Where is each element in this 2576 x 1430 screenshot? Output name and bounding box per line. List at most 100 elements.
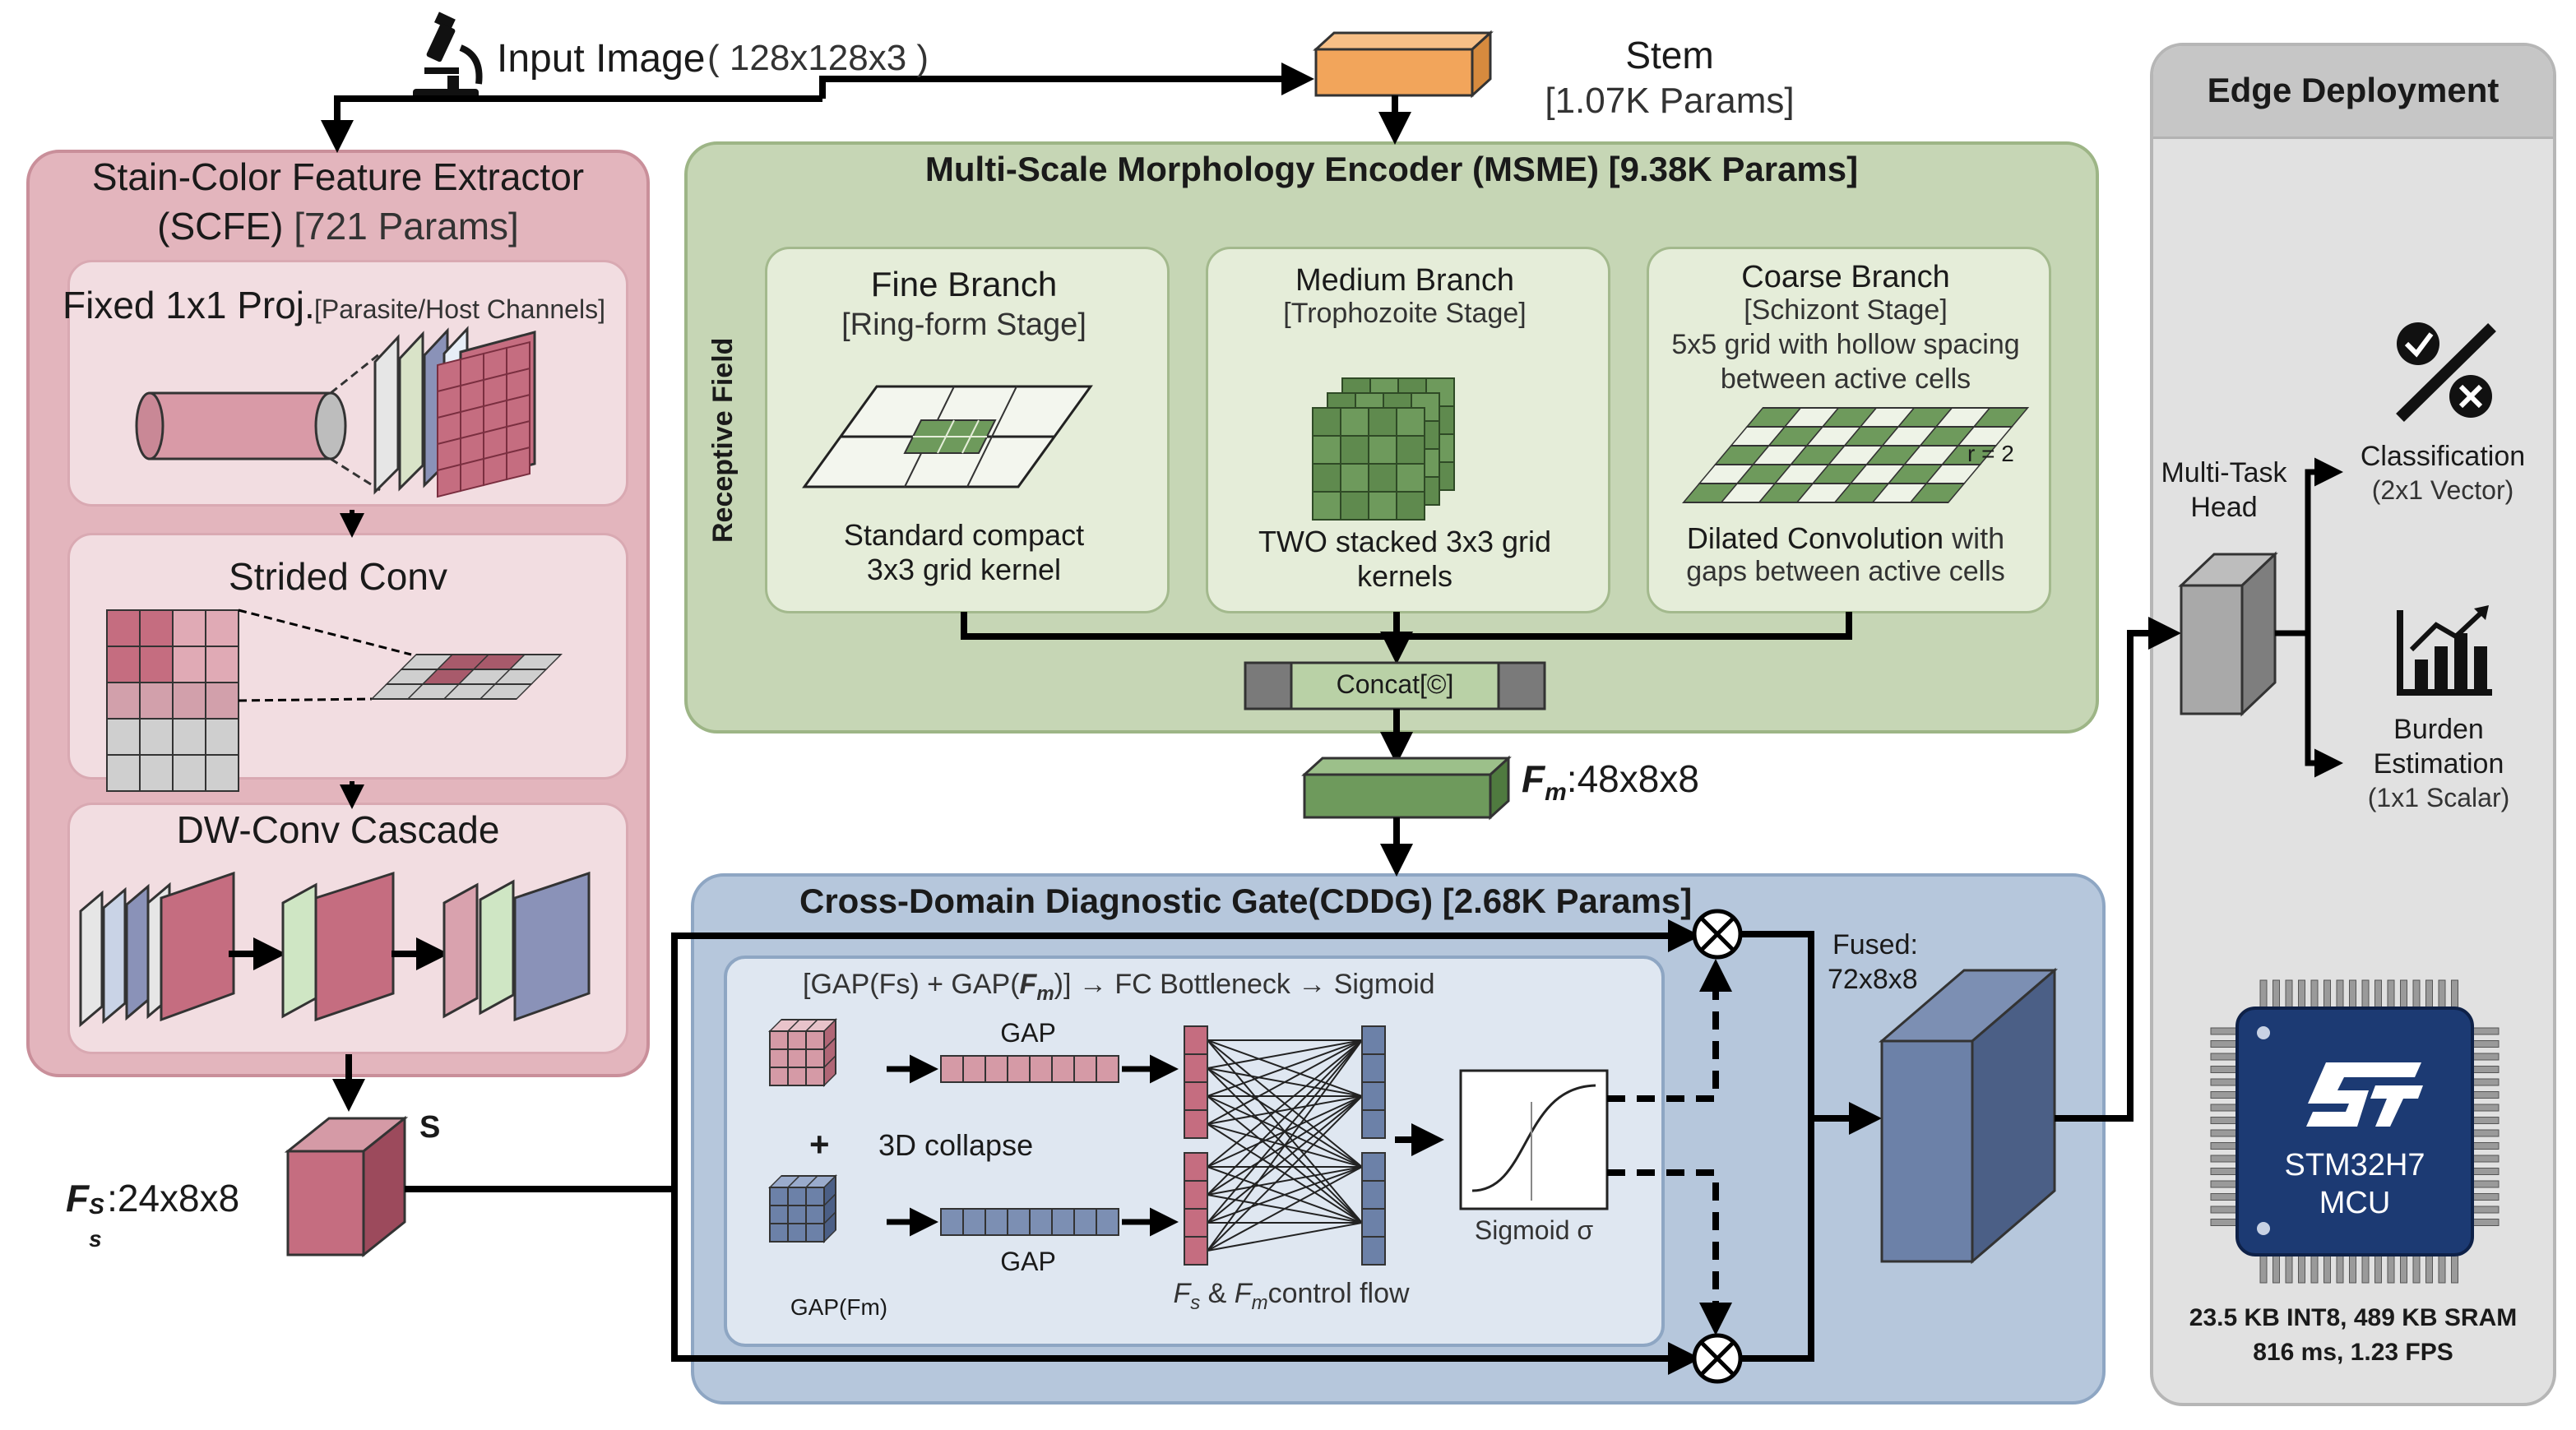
fc-input-unit xyxy=(1184,1081,1208,1111)
burden-shape: (1x1 Scalar) xyxy=(2367,783,2510,812)
flow-fm-sub: m xyxy=(1251,1291,1268,1314)
grid-cell xyxy=(985,1208,1008,1236)
medium-branch-title: Medium Branch xyxy=(1295,263,1515,298)
mcu-pin xyxy=(2374,979,2382,1009)
gap-vector-fs xyxy=(940,1055,1119,1083)
mcu-pin xyxy=(2472,1078,2500,1086)
mcu-pin xyxy=(2323,979,2331,1009)
fc-output-unit xyxy=(1361,1025,1386,1055)
fc-output-unit xyxy=(1361,1053,1386,1083)
grid-cell xyxy=(1396,407,1425,437)
fc-input-unit xyxy=(1184,1025,1208,1055)
grid-cell xyxy=(787,1067,807,1086)
mcu-pin xyxy=(2210,1129,2238,1137)
grid-cell xyxy=(172,754,206,792)
multiply-icon xyxy=(1692,909,1743,960)
grid-cell xyxy=(805,1205,825,1224)
mcu-pin xyxy=(2336,1254,2344,1284)
grid-cell xyxy=(1029,1055,1053,1083)
s-label: S xyxy=(419,1110,441,1145)
microscope-icon xyxy=(413,12,483,100)
coarse-dilated-grid xyxy=(1681,407,2030,503)
mcu-pin xyxy=(2210,1117,2238,1124)
fc-connection xyxy=(1207,1222,1363,1252)
scfe-abbr-params: (SCFE) [721 Params] xyxy=(26,204,650,248)
mcu-pin xyxy=(2210,1040,2238,1048)
fc-output-unit xyxy=(1361,1236,1386,1266)
fc-connection xyxy=(1207,1166,1363,1252)
grid-cell xyxy=(460,457,484,493)
medium-stacked-kernels xyxy=(1312,377,1455,521)
grid-cell xyxy=(172,682,206,720)
gap-fm-label: GAP(Fm) xyxy=(790,1294,888,1320)
mcu-pin xyxy=(2412,979,2421,1009)
strided-output-grid xyxy=(370,654,563,700)
cddg-title: Cross-Domain Diagnostic Gate(CDDG) [2.68… xyxy=(799,882,1693,920)
mcu-pin xyxy=(2451,979,2458,1009)
grid-cell xyxy=(205,754,239,792)
coarse-desc-strong: Dilated Convolution xyxy=(1686,521,1944,555)
formula-fm: F xyxy=(1019,969,1037,1000)
gap-vector-fm xyxy=(940,1208,1119,1236)
grid-cell xyxy=(506,446,530,481)
fs-dims: :24x8x8 xyxy=(107,1177,240,1219)
mcu-pin xyxy=(2210,1193,2238,1201)
grid-cell xyxy=(1312,435,1341,465)
grid-cell xyxy=(1368,491,1397,521)
gap-top-label: GAP xyxy=(1000,1018,1056,1048)
mcu-pin xyxy=(2310,979,2319,1009)
mcu-pin xyxy=(2472,1180,2500,1188)
plus-sign: + xyxy=(809,1125,830,1164)
mcu-pin xyxy=(2361,979,2370,1009)
edge-stats-1: 23.5 KB INT8, 489 KB SRAM xyxy=(2189,1304,2518,1331)
grid-cell xyxy=(1312,407,1341,437)
fused-block xyxy=(1878,967,2059,1265)
mcu-pin xyxy=(2472,1117,2500,1124)
concat-block xyxy=(1244,661,1546,710)
coarse-desc-with: with xyxy=(1944,521,2005,555)
grid-cell xyxy=(106,682,141,720)
gate-dashed-lines xyxy=(1607,959,1732,1335)
dilation-rate-label: r = 2 xyxy=(1967,441,2014,466)
mcu-label-2: MCU xyxy=(2319,1186,2391,1220)
multi-task-head-block xyxy=(2178,551,2278,717)
mcu-pin xyxy=(2298,979,2305,1009)
formula-part-b: )] → FC Bottleneck → Sigmoid xyxy=(1054,969,1435,1000)
fc-connection xyxy=(1207,1166,1363,1196)
msme-panel xyxy=(684,141,2099,734)
fc-connection xyxy=(1207,1095,1363,1224)
st-logo-icon xyxy=(2306,1062,2423,1127)
grid-cell xyxy=(172,646,206,683)
strided-projection-lines xyxy=(238,609,412,702)
fc-connection xyxy=(1207,1039,1363,1252)
fc-output-unit xyxy=(1361,1180,1386,1210)
mcu-pin xyxy=(2259,1254,2268,1284)
mcu-pin xyxy=(2210,1219,2238,1226)
burden-label-2: Estimation xyxy=(2373,748,2504,780)
mcu-pin xyxy=(2438,979,2446,1009)
head-label-2: Head xyxy=(2190,492,2258,523)
fm-block xyxy=(1301,755,1512,821)
grid-cell xyxy=(139,646,174,683)
control-flow-label: Fs & Fmcontrol flow xyxy=(1151,1278,1431,1315)
grid-cell xyxy=(787,1205,807,1224)
grid-cell xyxy=(1368,435,1397,465)
grid-cell xyxy=(769,1205,789,1224)
coarse-branch-desc1: Dilated Convolution with xyxy=(1643,521,2048,556)
mcu-pin xyxy=(2472,1219,2500,1226)
grid-cell xyxy=(1909,483,1966,503)
fc-input-unit xyxy=(1184,1208,1208,1238)
fc-connection xyxy=(1207,1095,1363,1125)
grid-cell xyxy=(940,1055,964,1083)
mcu-pin xyxy=(2472,1066,2500,1073)
mcu-pin xyxy=(2472,1193,2500,1201)
grid-cell xyxy=(139,754,174,792)
mcu-pin xyxy=(2210,1091,2238,1099)
grid-cell xyxy=(1396,463,1425,493)
grid-cell xyxy=(1340,463,1369,493)
mcu-pin xyxy=(2472,1129,2500,1137)
fs-sup: S xyxy=(89,1193,104,1219)
input-routing xyxy=(321,62,1314,153)
input-size-label: ( 128x128x3 ) xyxy=(707,38,929,78)
mcu-pin xyxy=(2387,979,2395,1009)
